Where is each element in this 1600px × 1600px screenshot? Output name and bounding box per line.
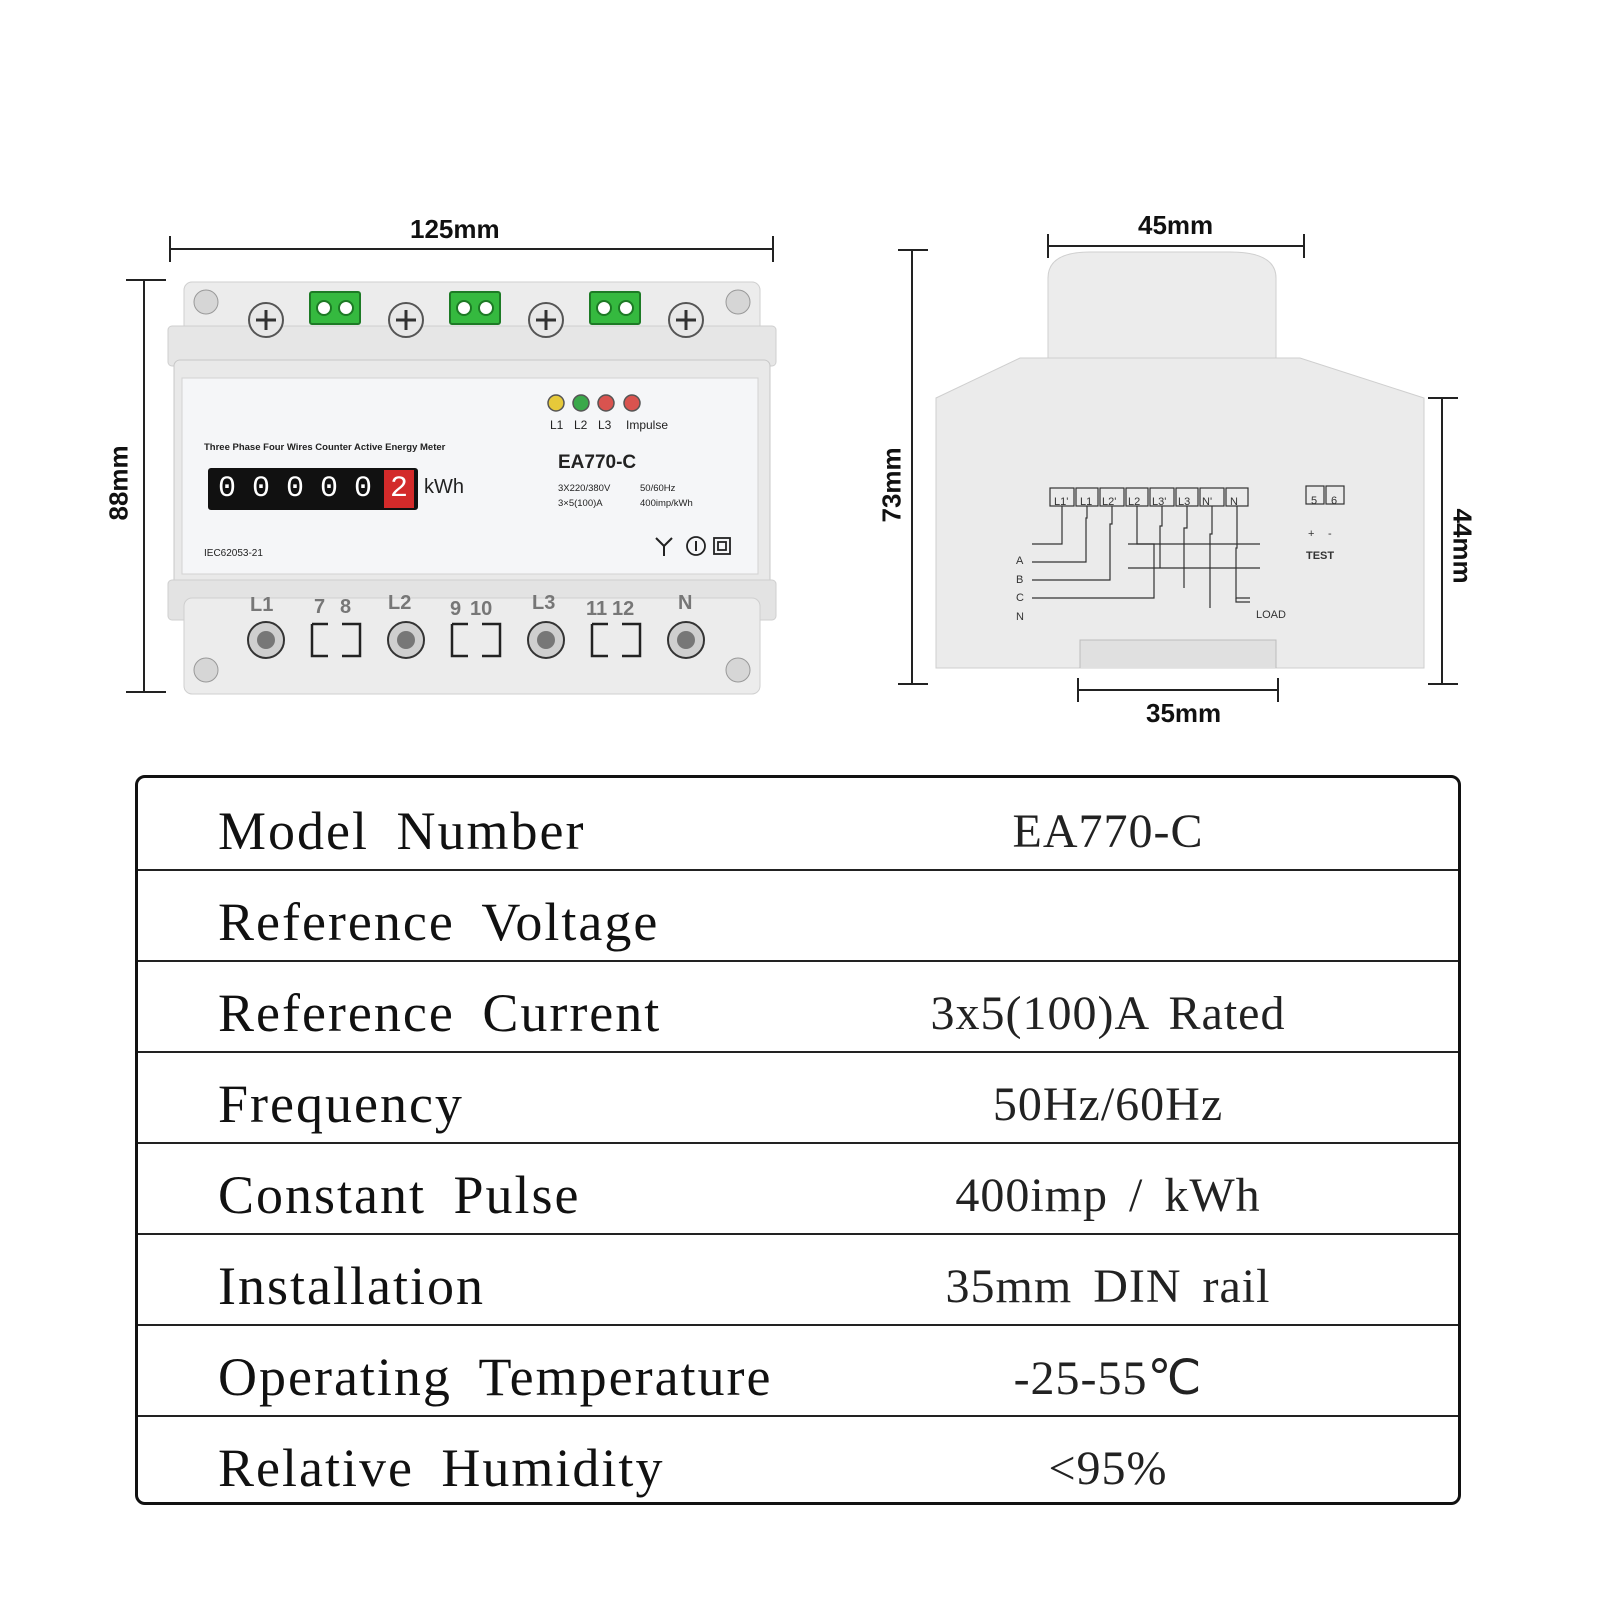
spec-value: <95%: [1048, 1442, 1168, 1495]
test-label: TEST: [1306, 550, 1335, 562]
spec-value: -25-55℃: [1013, 1352, 1203, 1405]
spec-label: Reference Current: [218, 983, 662, 1043]
led-l3-icon: [597, 394, 615, 412]
side-terminal-l1-prime: L1': [1054, 496, 1069, 508]
terminal-label-l2: L2: [388, 592, 412, 614]
spec-row: Constant Pulse 400imp / kWh: [138, 1142, 1458, 1233]
side-terminal-n-prime: N': [1202, 496, 1213, 508]
side-terminal-l3-prime: L3': [1152, 496, 1167, 508]
side-inner-height-label: 44mm: [1447, 508, 1478, 584]
meter-model: EA770-C: [558, 452, 637, 473]
terminal-label-12: 12: [612, 598, 635, 620]
status-leds: [547, 394, 641, 412]
phase-label-c: C: [1016, 592, 1024, 604]
kwh-unit: kWh: [424, 476, 464, 498]
spec-row: Relative Humidity <95%: [138, 1415, 1458, 1502]
kwh-counter-digit: 0: [353, 472, 372, 506]
kwh-counter-digit: 0: [285, 472, 304, 506]
double-insulation-icon: [713, 537, 731, 555]
green-connector-blocks: [309, 291, 641, 325]
led-impulse-icon: [623, 394, 641, 412]
spec-value: EA770-C: [1012, 805, 1204, 858]
spec-value: 50Hz/60Hz: [992, 1078, 1224, 1131]
load-label: LOAD: [1256, 609, 1286, 621]
side-terminal-l3: L3: [1178, 496, 1191, 508]
meter-frequency: 50/60Hz: [640, 483, 676, 494]
side-terminal-l2-prime: L2': [1102, 496, 1117, 508]
terminal-label-l1: L1: [250, 594, 274, 616]
meter-front-view: L1 L2 L3 Impulse Three Phase Four Wires …: [166, 280, 778, 698]
side-terminal-l1: L1: [1080, 496, 1093, 508]
meter-impulse-rate: 400imp/kWh: [640, 498, 693, 509]
spec-label: Operating Temperature: [218, 1347, 773, 1407]
spec-label: Installation: [218, 1256, 485, 1316]
side-terminal-l2: L2: [1128, 496, 1141, 508]
meter-description: Three Phase Four Wires Counter Active En…: [204, 442, 446, 453]
terminal-label-11: 11: [586, 598, 608, 620]
terminal-label-9: 9: [450, 598, 462, 620]
spec-row: Frequency 50Hz/60Hz: [138, 1051, 1458, 1142]
led-label-impulse: Impulse: [626, 418, 669, 432]
terminal-label-n: N: [678, 592, 693, 614]
certification-marks: [655, 536, 731, 556]
side-terminal-n: N: [1230, 496, 1238, 508]
phase-label-b: B: [1016, 574, 1024, 586]
spec-label: Reference Voltage: [218, 892, 660, 952]
meter-standard: IEC62053-21: [204, 548, 263, 559]
terminal-label-7: 7: [314, 596, 326, 618]
kwh-counter-digit: 0: [217, 472, 236, 506]
spec-label: Frequency: [218, 1074, 464, 1134]
spec-row: Reference Current 3x5(100)A Rated: [138, 960, 1458, 1051]
terminal-label-8: 8: [340, 596, 352, 618]
test-polarity-plus: +: [1308, 528, 1315, 540]
led-l2-icon: [572, 394, 590, 412]
led-label-l1: L1: [550, 418, 564, 432]
rail-width-label: 35mm: [1146, 698, 1222, 728]
kwh-counter: [208, 468, 418, 510]
meter-current: 3×5(100)A: [558, 498, 603, 509]
meter-side-view: [935, 251, 1425, 669]
bottom-terminals: [247, 621, 705, 659]
spec-value: 35mm DIN rail: [945, 1260, 1271, 1313]
led-label-l2: L2: [574, 418, 588, 432]
test-polarity-minus: -: [1328, 528, 1332, 540]
phase-label-n: N: [1016, 611, 1024, 623]
spec-value: 3x5(100)A Rated: [930, 987, 1286, 1040]
led-l1-icon: [547, 394, 565, 412]
spec-label: Model Number: [218, 801, 586, 861]
spec-value: 400imp / kWh: [955, 1169, 1261, 1222]
kwh-counter-digit: 0: [251, 472, 270, 506]
kwh-counter-decimal-digit: 2: [384, 470, 414, 508]
terminal-label-l3: L3: [532, 592, 556, 614]
front-width-label: 125mm: [410, 214, 500, 244]
spec-label: Constant Pulse: [218, 1165, 581, 1225]
side-width-label: 45mm: [1138, 210, 1214, 240]
top-terminal-screws: [248, 302, 704, 338]
led-label-l3: L3: [598, 418, 612, 432]
test-terminal-5: 5: [1311, 495, 1318, 507]
spec-label: Relative Humidity: [218, 1438, 665, 1498]
spec-row: Operating Temperature -25-55℃: [138, 1324, 1458, 1415]
side-height-label: 73mm: [876, 447, 907, 523]
front-height-label: 88mm: [103, 445, 134, 521]
spec-row: Model Number EA770-C: [138, 778, 1458, 869]
spec-row: Installation 35mm DIN rail: [138, 1233, 1458, 1324]
test-terminal-6: 6: [1331, 495, 1338, 507]
spec-row: Reference Voltage: [138, 869, 1458, 960]
class-one-icon: [686, 536, 706, 556]
kwh-counter-digit: 0: [319, 472, 338, 506]
phase-label-a: A: [1016, 555, 1024, 567]
spec-table: Model Number EA770-C Reference Voltage R…: [135, 775, 1461, 1505]
three-phase-symbol-icon: [655, 537, 673, 556]
front-dimension-lines: [126, 234, 1458, 702]
meter-voltage: 3X220/380V: [558, 483, 611, 494]
terminal-label-10: 10: [470, 598, 493, 620]
